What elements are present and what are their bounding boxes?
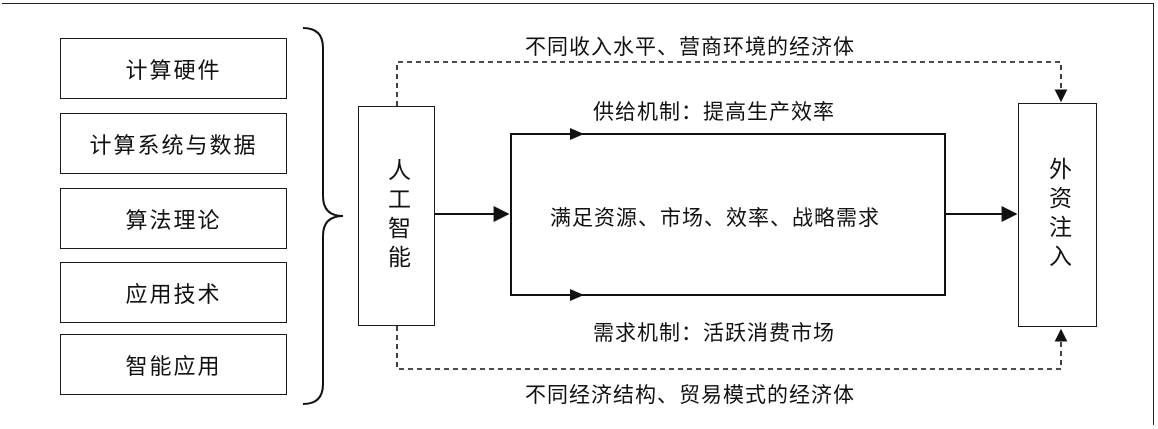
supply-mechanism-label: 供给机制：提高生产效率 — [593, 100, 835, 124]
demand-mechanism-label: 需求机制：活跃消费市场 — [593, 321, 835, 345]
bottom-dashed-path — [396, 326, 1068, 370]
input-box-application-tech: 应用技术 — [60, 262, 287, 323]
input-box-algorithm-theory: 算法理论 — [60, 188, 287, 249]
input-box-systems-data: 计算系统与数据 — [60, 113, 287, 174]
input-box-smart-applications: 智能应用 — [60, 334, 287, 395]
center-label: 满足资源、市场、效率、战略需求 — [550, 206, 880, 230]
grouping-brace — [302, 27, 344, 405]
fdi-box: 外资注入 — [1018, 103, 1097, 327]
top-dashed-path — [396, 61, 1068, 106]
ai-box: 人工智能 — [358, 106, 435, 326]
demand-arrowhead — [570, 289, 584, 301]
input-box-hardware: 计算硬件 — [60, 38, 287, 99]
top-dashed-label: 不同收入水平、营商环境的经济体 — [525, 35, 855, 59]
supply-arrowhead — [570, 128, 584, 140]
figure-frame — [2, 3, 1154, 425]
bottom-dashed-label: 不同经济结构、贸易模式的经济体 — [525, 383, 855, 407]
